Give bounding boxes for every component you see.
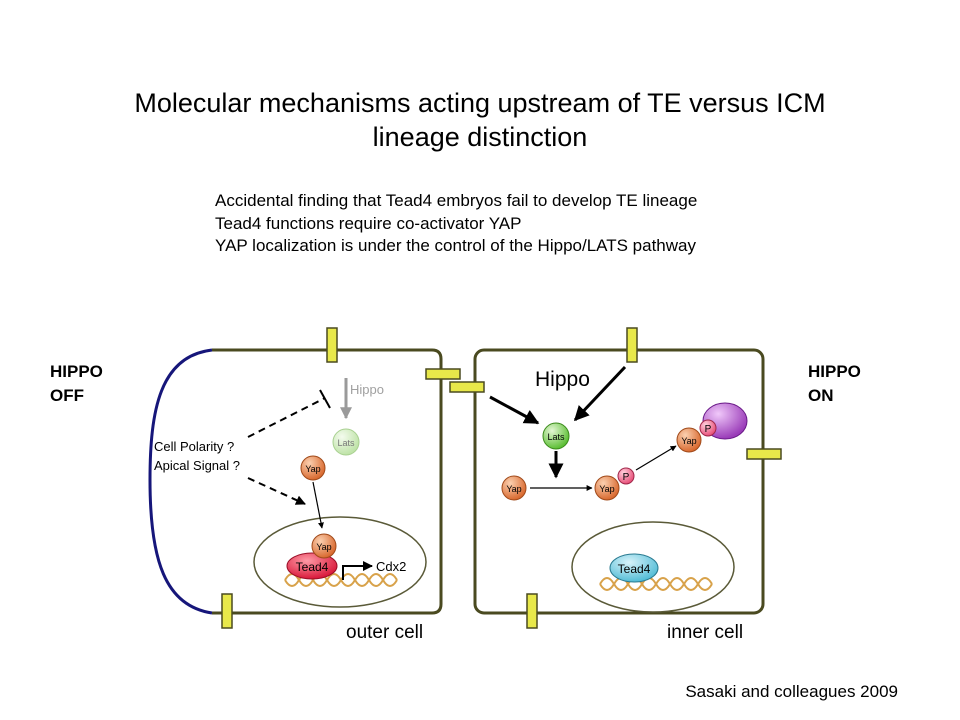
inner-yap-label: Yap — [506, 484, 521, 494]
apical-membrane — [148, 348, 213, 615]
degraded-yap-node — [676, 427, 702, 453]
yap-nuclear-entry-arrow — [312, 481, 324, 529]
junction-icon — [425, 368, 461, 380]
junction-icon — [746, 448, 782, 460]
phosphate-label: P — [623, 472, 630, 483]
cell-polarity-label: Cell Polarity ? — [154, 439, 234, 454]
phospho-yap-label: Yap — [599, 484, 614, 494]
hippo-on-line-1: HIPPO — [808, 362, 861, 381]
title-line-1: Molecular mechanisms acting upstream of … — [134, 88, 826, 118]
hippo-to-lats-arrow — [573, 365, 627, 422]
nuclear-yap-node — [311, 533, 337, 559]
outer-hippo-label: Hippo — [350, 382, 384, 397]
hippo-off-line-2: OFF — [50, 386, 84, 405]
hippo-off-label: HIPPO OFF — [50, 360, 103, 408]
apical-signal-arrow — [247, 477, 306, 505]
bullet-item: Accidental finding that Tead4 embryos fa… — [215, 191, 698, 210]
outer-cell — [148, 348, 443, 615]
outer-cell-membrane — [212, 348, 443, 615]
junction-to-lats-arrow — [489, 395, 540, 425]
dna-helix-icon — [599, 577, 713, 591]
transcription-arrow — [342, 561, 373, 580]
inner-tead4-node — [609, 553, 659, 583]
inhibition-bar — [319, 389, 331, 409]
inner-yap-node — [501, 475, 527, 501]
nuclear-yap-label: Yap — [316, 542, 331, 552]
citation: Sasaki and colleagues 2009 — [685, 682, 898, 701]
degradation-arrow — [635, 445, 677, 471]
phospho-yap-node — [594, 475, 620, 501]
outer-cell-label: outer cell — [346, 622, 423, 643]
target-gene-label: Cdx2 — [376, 559, 406, 574]
inner-nucleus — [571, 521, 735, 613]
inner-hippo-label: Hippo — [535, 368, 590, 391]
inner-lats-node — [542, 422, 570, 450]
outer-tead4-label: Tead4 — [296, 560, 329, 574]
degraded-phosphate-node — [699, 419, 717, 437]
hippo-off-line-1: HIPPO — [50, 362, 103, 381]
bullet-item: YAP localization is under the control of… — [215, 236, 696, 255]
outer-yap-label: Yap — [305, 464, 320, 474]
hippo-on-line-2: ON — [808, 386, 834, 405]
title-line-2: lineage distinction — [372, 122, 588, 152]
junction-icon — [449, 381, 485, 393]
junction-icon — [221, 593, 233, 629]
phosphate-node — [617, 467, 635, 485]
apical-signal-label: Apical Signal ? — [154, 458, 240, 473]
junction-icon — [626, 327, 638, 363]
outer-nucleus — [253, 516, 427, 608]
inner-tead4-label: Tead4 — [618, 562, 651, 576]
junction-icon — [526, 593, 538, 629]
hippo-on-label: HIPPO ON — [808, 360, 861, 408]
outer-yap-node — [300, 455, 326, 481]
outer-lats-node — [332, 428, 360, 456]
slide-title: Molecular mechanisms acting upstream of … — [0, 86, 960, 154]
junction-icon — [326, 327, 338, 363]
inner-cell-membrane — [473, 348, 765, 615]
outer-lats-label: Lats — [337, 438, 355, 448]
degraded-phosphate-label: P — [705, 424, 712, 435]
inner-cell — [473, 348, 765, 615]
inner-cell-label: inner cell — [667, 622, 743, 643]
bullet-item: Tead4 functions require co-activator YAP — [215, 213, 522, 233]
inner-lats-label: Lats — [547, 432, 565, 442]
inhibition-line — [247, 397, 326, 438]
bullet-list: Accidental finding that Tead4 embryos fa… — [215, 190, 697, 258]
degraded-yap-label: Yap — [681, 436, 696, 446]
outer-tead4-node — [286, 552, 338, 580]
